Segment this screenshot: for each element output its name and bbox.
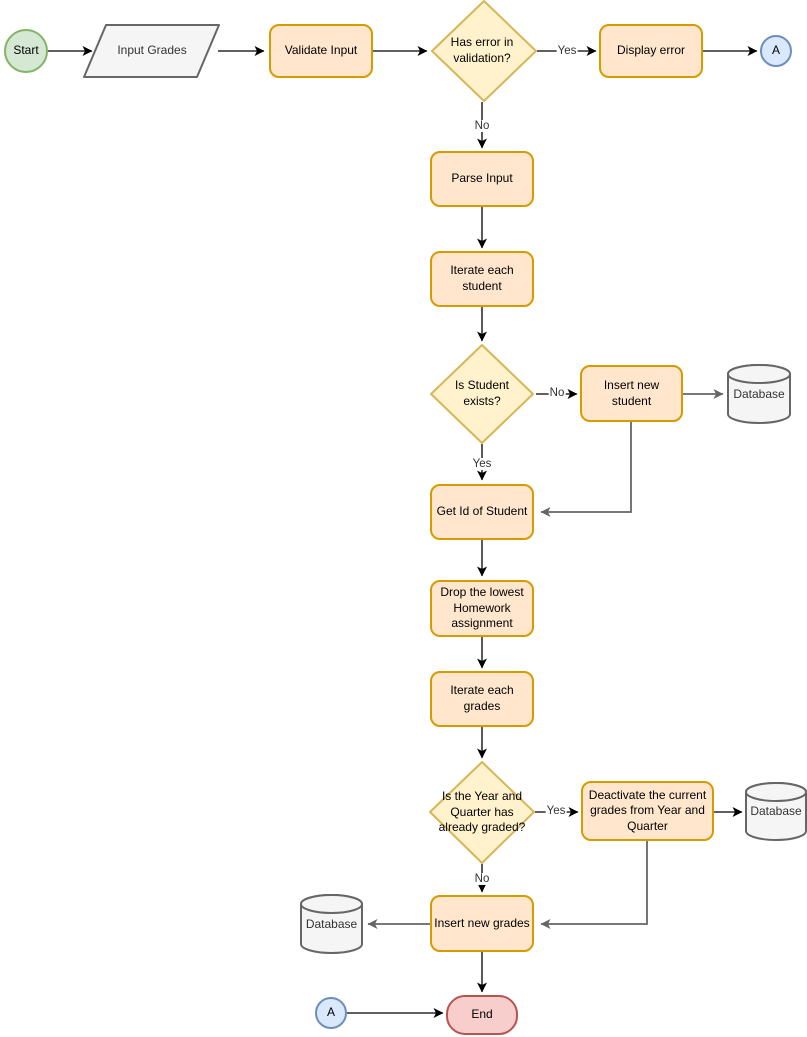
database3-shape: [300, 894, 363, 954]
node-input-grades[interactable]: Input Grades: [90, 25, 214, 77]
insert-new-student-label: Insert new student: [603, 377, 660, 408]
year-quarter-graded-decision-shape: [429, 761, 535, 864]
parse-input-label: Parse Input: [451, 171, 513, 186]
validate-input-shape: [269, 24, 373, 78]
database2-label: Database: [750, 804, 802, 819]
has-error-label: Has error in validation?: [450, 35, 514, 65]
node-has-error-decision[interactable]: Has error in validation?: [436, 16, 528, 86]
iterate-grades-label: Iterate each grades: [450, 683, 514, 713]
year-quarter-graded-label: Is the Year and Quarter has already grad…: [438, 789, 526, 835]
node-is-student-exists-decision[interactable]: Is Student exists?: [436, 359, 528, 429]
has-error-decision-shape: [431, 0, 537, 102]
input-grades-shape: [83, 24, 220, 78]
end-shape: [446, 995, 518, 1035]
iterate-student-label: Iterate each student: [450, 263, 514, 293]
iterate-grades-shape: [430, 671, 534, 727]
database1-top: [727, 364, 791, 384]
connector-a-top-label: A: [771, 43, 780, 58]
is-student-exists-decision-shape: [430, 344, 534, 444]
edge-insert-student-to-getid: [540, 422, 632, 517]
node-insert-new-student[interactable]: Insert new student: [581, 366, 682, 421]
node-end[interactable]: End: [447, 996, 517, 1034]
is-student-exists-label: Is Student exists?: [454, 378, 510, 408]
edge-deactivate-to-insert-grades: [540, 841, 648, 929]
start-shape: [4, 29, 48, 73]
validate-input-label: Validate Input: [284, 43, 358, 58]
database3-label: Database: [305, 916, 358, 931]
node-iterate-grades[interactable]: Iterate each grades: [431, 672, 533, 726]
display-error-label: Display error: [616, 43, 685, 58]
deactivate-grades-label: Deactivate the current grades from Year …: [588, 787, 707, 833]
edge-label-exists-no: No: [548, 387, 566, 399]
insert-new-grades-shape: [430, 895, 534, 952]
insert-new-grades-label: Insert new grades: [434, 915, 530, 930]
node-database-1[interactable]: Database: [728, 367, 790, 423]
connector-a-top-shape: [760, 35, 792, 67]
node-validate-input[interactable]: Validate Input: [270, 25, 372, 77]
drop-lowest-shape: [430, 580, 534, 637]
edge-group: [47, 46, 758, 1018]
edge-label-graded-no: No: [473, 873, 491, 885]
start-label: Start: [13, 43, 39, 58]
iterate-student-shape: [430, 251, 534, 307]
database1-label: Database: [733, 387, 785, 402]
node-connector-a-top[interactable]: A: [761, 36, 791, 66]
edge-label-graded-yes: Yes: [545, 805, 567, 817]
database3-top: [300, 894, 363, 914]
node-display-error[interactable]: Display error: [600, 25, 702, 77]
node-year-quarter-graded-decision[interactable]: Is the Year and Quarter has already grad…: [427, 775, 537, 850]
node-parse-input[interactable]: Parse Input: [431, 152, 533, 206]
deactivate-grades-shape: [581, 781, 714, 841]
parse-input-shape: [430, 151, 534, 207]
get-id-label: Get Id of Student: [436, 504, 528, 519]
connector-a-bottom-shape: [315, 997, 347, 1029]
database1-shape: [727, 364, 791, 424]
node-get-id[interactable]: Get Id of Student: [431, 485, 533, 539]
node-insert-new-grades[interactable]: Insert new grades: [431, 896, 533, 951]
database2-top: [745, 782, 807, 802]
end-label: End: [471, 1007, 493, 1022]
drop-lowest-label: Drop the lowest Homework assignment: [440, 585, 524, 631]
node-drop-lowest[interactable]: Drop the lowest Homework assignment: [431, 581, 533, 636]
input-grades-label: Input Grades: [117, 43, 187, 58]
edge-label-haserror-yes: Yes: [556, 45, 578, 57]
edge-label-exists-yes: Yes: [471, 458, 493, 470]
edge-group-gray: [367, 389, 724, 929]
node-connector-a-bottom[interactable]: A: [316, 998, 346, 1028]
edge-label-haserror-no: No: [473, 120, 491, 132]
database2-shape: [745, 782, 807, 841]
insert-new-student-shape: [580, 365, 683, 422]
connector-a-bottom-label: A: [326, 1005, 335, 1020]
node-database-3[interactable]: Database: [301, 897, 362, 952]
display-error-shape: [599, 24, 703, 78]
node-start[interactable]: Start: [5, 30, 47, 72]
node-deactivate-grades[interactable]: Deactivate the current grades from Year …: [582, 782, 713, 840]
node-iterate-student[interactable]: Iterate each student: [431, 252, 533, 306]
node-database-2[interactable]: Database: [746, 785, 806, 839]
get-id-shape: [430, 484, 534, 540]
